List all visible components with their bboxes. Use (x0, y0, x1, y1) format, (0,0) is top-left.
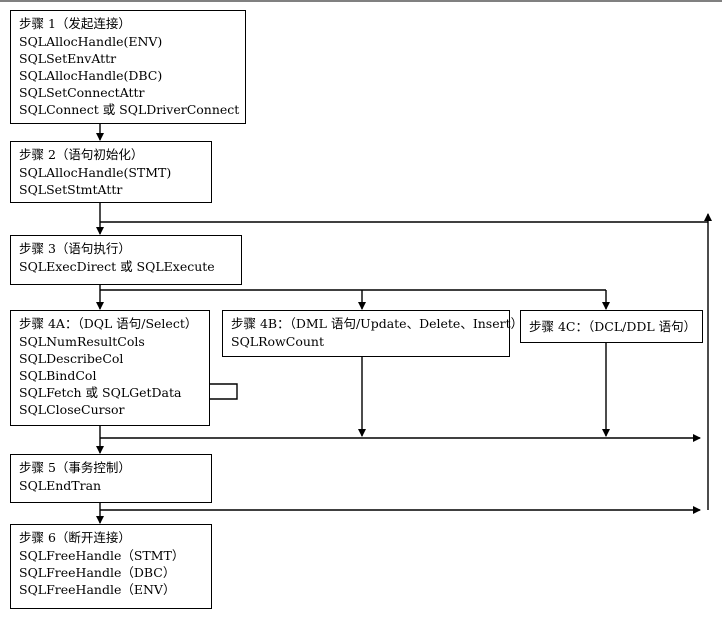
step3-box: 步骤 3（语句执行） SQLExecDirect 或 SQLExecute (10, 235, 242, 285)
step3-title: 步骤 3（语句执行） (19, 241, 131, 256)
step1-line-5: SQLConnect 或 SQLDriverConnect (19, 102, 240, 117)
step2-box: 步骤 2（语句初始化） SQLAllocHandle(STMT) SQLSetS… (10, 141, 212, 203)
step1-line-3: SQLAllocHandle(DBC) (19, 68, 163, 83)
step4a-line-4: SQLFetch 或 SQLGetData (19, 385, 182, 400)
step1-box: 步骤 1（发起连接） SQLAllocHandle(ENV) SQLSetEnv… (10, 10, 246, 124)
step6-line-3: SQLFreeHandle（ENV） (19, 582, 176, 597)
step6-line-1: SQLFreeHandle（STMT） (19, 548, 185, 563)
step1-line-1: SQLAllocHandle(ENV) (19, 34, 163, 49)
step6-box: 步骤 6（断开连接） SQLFreeHandle（STMT） SQLFreeHa… (10, 524, 212, 609)
step4a-line-1: SQLNumResultCols (19, 334, 145, 349)
step6-line-2: SQLFreeHandle（DBC） (19, 565, 176, 580)
step4b-line-1: SQLRowCount (231, 334, 324, 349)
step4b-title: 步骤 4B：（DML 语句/Update、Delete、Insert） (231, 316, 524, 331)
step2-line-2: SQLSetStmtAttr (19, 182, 123, 197)
step1-title: 步骤 1（发起连接） (19, 16, 131, 31)
step1-line-2: SQLSetEnvAttr (19, 51, 117, 66)
step4a-line-3: SQLBindCol (19, 368, 97, 383)
step1-line-4: SQLSetConnectAttr (19, 85, 145, 100)
step4a-box: 步骤 4A：（DQL 语句/Select） SQLNumResultCols S… (10, 310, 210, 426)
step6-title: 步骤 6（断开连接） (19, 530, 131, 545)
step5-title: 步骤 5（事务控制） (19, 460, 131, 475)
step4c-title: 步骤 4C：（DCL/DDL 语句） (529, 319, 697, 334)
step4c-box: 步骤 4C：（DCL/DDL 语句） (520, 310, 703, 343)
step2-line-1: SQLAllocHandle(STMT) (19, 165, 172, 180)
step3-line-1: SQLExecDirect 或 SQLExecute (19, 259, 215, 274)
step5-line-1: SQLEndTran (19, 478, 102, 493)
step4a-title: 步骤 4A：（DQL 语句/Select） (19, 316, 198, 331)
step4b-box: 步骤 4B：（DML 语句/Update、Delete、Insert） SQLR… (222, 310, 524, 357)
step2-title: 步骤 2（语句初始化） (19, 147, 144, 162)
step4a-line-2: SQLDescribeCol (19, 351, 124, 366)
step5-box: 步骤 5（事务控制） SQLEndTran (10, 454, 212, 503)
step4a-line-5: SQLCloseCursor (19, 402, 125, 417)
